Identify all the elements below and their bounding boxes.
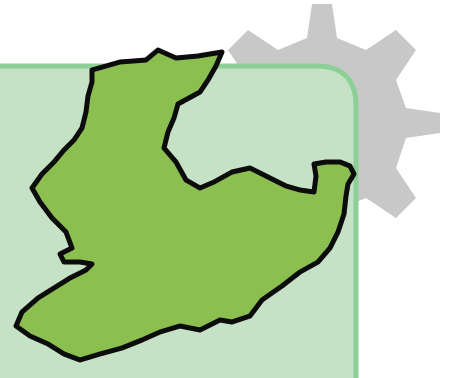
region-shape	[13, 47, 357, 363]
illustration-canvas	[0, 4, 440, 378]
